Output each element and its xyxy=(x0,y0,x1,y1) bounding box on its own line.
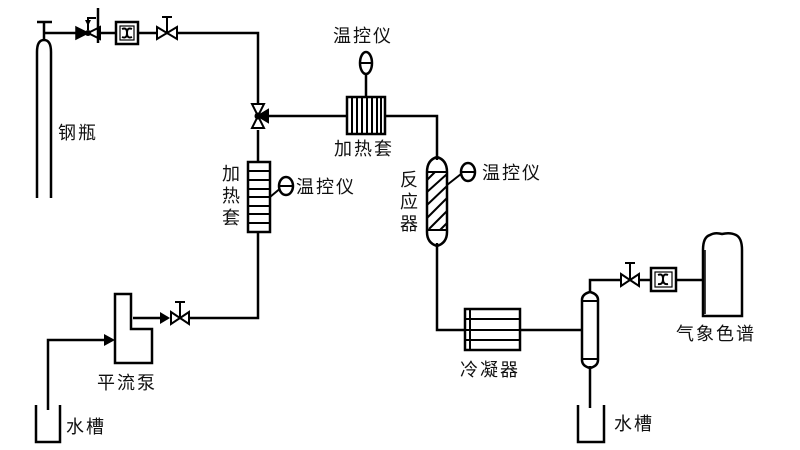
pipe-cylinder-to-valve xyxy=(44,31,260,105)
vjacket-coils xyxy=(248,170,270,224)
tank-right-label: 水槽 xyxy=(614,414,654,435)
temp-controller-1[interactable] xyxy=(358,50,374,76)
reactor-packing-hatch xyxy=(426,171,448,231)
cylinder-body xyxy=(35,38,53,198)
valve2-right xyxy=(628,272,640,288)
reactor-label-3: 器 xyxy=(400,214,420,235)
pipe-jacket-to-pump-valve xyxy=(190,232,260,320)
separator-shell xyxy=(580,290,600,370)
separator[interactable] xyxy=(580,290,600,370)
pipe-reactor-to-condenser xyxy=(435,243,465,332)
reactor-label-2: 应 xyxy=(400,192,420,213)
regulator-spring xyxy=(87,17,96,30)
reactor-shell xyxy=(425,155,449,248)
temp-controller-3[interactable] xyxy=(459,161,477,183)
meter2-glyph-icon xyxy=(657,273,669,286)
pump-valve[interactable] xyxy=(170,301,190,326)
condenser[interactable] xyxy=(463,307,522,352)
tank-left-label: 水槽 xyxy=(66,417,106,438)
pump-label: 平流泵 xyxy=(97,373,157,394)
tc2-label: 温控仪 xyxy=(296,177,356,198)
meter-glyph-icon xyxy=(121,27,133,39)
pipe-separator-to-valve xyxy=(588,278,620,293)
three-way-center xyxy=(254,112,262,120)
vjacket-label-3: 套 xyxy=(222,208,242,229)
gas-chromatograph[interactable] xyxy=(701,231,744,318)
pipe-hjacket-to-reactor xyxy=(385,114,439,160)
tc1-label: 温控仪 xyxy=(333,26,393,47)
tank-right-body xyxy=(576,405,606,444)
tank-left-body xyxy=(34,405,62,444)
water-tank-outlet[interactable] xyxy=(576,405,606,444)
mass-flow-meter-2[interactable] xyxy=(649,266,678,293)
pressure-regulator[interactable] xyxy=(75,8,101,43)
reactor-label-1: 反 xyxy=(400,170,420,191)
valve-stem xyxy=(162,16,172,33)
pump-body xyxy=(113,292,154,365)
flow-arrow-to-valve xyxy=(160,312,170,324)
cylinder-valve-handle xyxy=(37,20,52,40)
pump-valve-stem xyxy=(175,301,185,318)
valve-right-triangle xyxy=(165,25,178,41)
temp-controller-2[interactable] xyxy=(277,175,295,197)
gc-body xyxy=(701,231,744,318)
meter-inner xyxy=(119,25,135,41)
regulator-arrow xyxy=(85,20,91,26)
tc3-label: 温控仪 xyxy=(482,163,542,184)
meter2-inner xyxy=(654,271,673,288)
three-way-bottom xyxy=(250,113,266,129)
valve2-left xyxy=(620,272,632,288)
pipes xyxy=(44,31,703,410)
valve2-stem xyxy=(625,262,635,280)
heating-jacket-horizontal[interactable] xyxy=(345,95,387,136)
regulator-left-triangle xyxy=(75,25,90,41)
three-way-valve[interactable] xyxy=(250,103,269,129)
needle-valve-2[interactable] xyxy=(620,262,640,288)
hjacket-label: 加热套 xyxy=(334,139,394,160)
three-way-top xyxy=(250,103,266,119)
cylinder-label: 钢瓶 xyxy=(58,123,98,144)
condenser-tubes xyxy=(465,309,520,350)
water-tank-inlet[interactable] xyxy=(34,405,62,444)
vjacket-label-1: 加 xyxy=(222,164,242,185)
reactor[interactable] xyxy=(425,155,449,248)
needle-valve-1[interactable] xyxy=(156,16,178,41)
gas-cylinder[interactable] xyxy=(35,20,53,198)
mass-flow-meter-1[interactable] xyxy=(114,20,140,46)
gc-label: 气象色谱 xyxy=(676,324,756,345)
tc3-lead xyxy=(446,173,462,186)
regulator-center xyxy=(85,30,91,36)
pump-valve-right xyxy=(178,310,190,326)
flow-arrow-to-pump xyxy=(104,334,115,346)
vjacket-label-2: 热 xyxy=(222,186,242,207)
pump-valve-left xyxy=(170,310,182,326)
pipe-tank-to-pump xyxy=(46,338,108,410)
valve-left-triangle xyxy=(156,25,169,41)
condenser-label: 冷凝器 xyxy=(460,360,520,381)
hjacket-coils xyxy=(351,97,382,134)
heating-jacket-vertical[interactable] xyxy=(246,160,272,234)
pump[interactable] xyxy=(113,292,154,365)
three-way-side xyxy=(256,108,269,124)
